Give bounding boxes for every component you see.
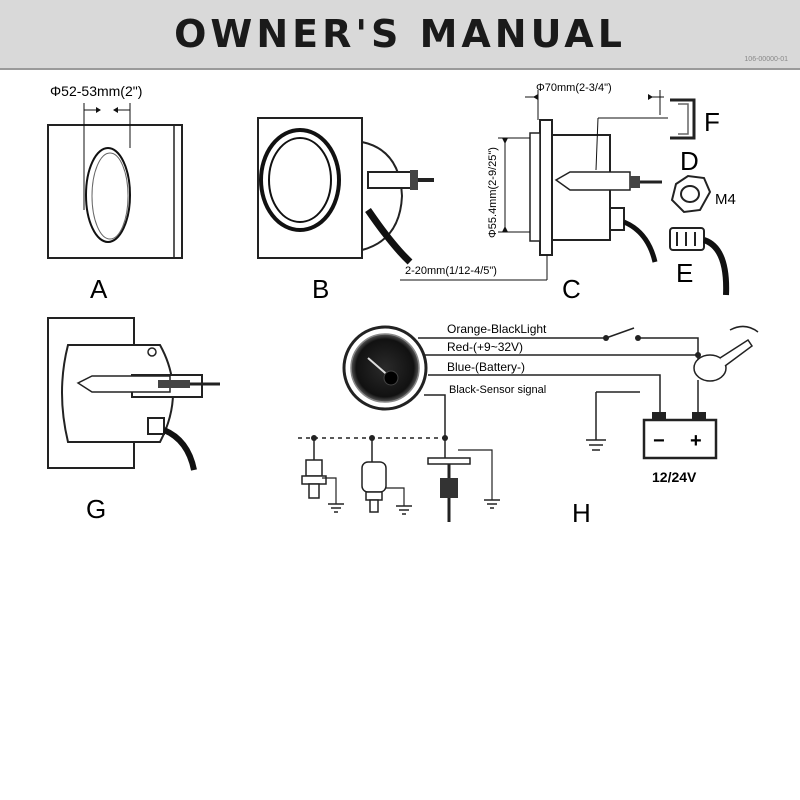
level-sender-icon xyxy=(427,438,500,522)
temperature-sensor-icon xyxy=(301,438,344,513)
ignition-key-icon xyxy=(693,325,759,382)
battery-minus-label: − xyxy=(653,430,665,452)
wire-blue-label: Blue-(Battery-) xyxy=(447,360,525,374)
panel-g: G xyxy=(47,317,220,524)
part-f-letter: F xyxy=(704,107,720,137)
gauge-dial xyxy=(350,333,420,403)
wire-blue xyxy=(428,374,661,420)
part-d-nut: D M4 xyxy=(670,146,736,214)
part-e-letter: E xyxy=(676,258,693,288)
ground-symbol-icon xyxy=(586,391,640,451)
document-code: 106-00000-01 xyxy=(744,56,788,63)
panel-c-body-diameter: Φ55.4mm(2-9/25") xyxy=(487,147,499,238)
panel-c-mounting-panel xyxy=(539,119,553,256)
pressure-sensor-icon xyxy=(361,438,412,515)
panel-g-letter: G xyxy=(86,494,106,524)
panel-b-sensor-connector xyxy=(367,171,415,189)
panel-b-letter: B xyxy=(312,274,329,304)
header-bar: OWNER'S MANUAL 106-00000-01 xyxy=(0,0,800,70)
part-d-letter: D xyxy=(680,146,699,176)
part-d-nut-label: M4 xyxy=(715,191,736,208)
part-e-connector: E xyxy=(669,227,730,296)
panel-c-panel-thickness: 2-20mm(1/12-4/5") xyxy=(405,265,497,277)
panel-a-cutout-hole xyxy=(85,147,131,243)
battery-voltage-label: 12/24V xyxy=(652,469,697,485)
panel-c-outer-diameter: Φ70mm(2-3/4") xyxy=(536,82,612,94)
wire-red-label: Red-(+9~32V) xyxy=(447,340,523,354)
panel-c: Φ70mm(2-3/4") Φ55.4mm(2-9/25") 2-20mm(1/… xyxy=(400,82,668,304)
panel-b: B xyxy=(257,117,434,304)
panel-a: Φ52-53mm(2") A xyxy=(47,83,183,304)
part-f-bracket: F xyxy=(670,98,720,140)
battery-plus-label: + xyxy=(690,430,702,452)
wire-orange-label: Orange-BlackLight xyxy=(447,322,547,336)
panel-c-letter: C xyxy=(562,274,581,304)
wire-black-label: Black-Sensor signal xyxy=(449,384,546,396)
battery-icon: − + xyxy=(642,412,718,460)
panel-a-hole-dimension: Φ52-53mm(2") xyxy=(50,83,142,99)
panel-h-letter: H xyxy=(572,498,591,528)
wire-black xyxy=(424,394,446,438)
panel-a-letter: A xyxy=(90,274,108,304)
panel-h: Orange-BlackLight Red-(+9~32V) Blue-(Bat… xyxy=(298,322,759,528)
installation-diagram: Φ52-53mm(2") A B Φ70mm(2-3/4") Φ55.4mm(2… xyxy=(47,82,759,528)
page-title: OWNER'S MANUAL xyxy=(174,12,626,56)
